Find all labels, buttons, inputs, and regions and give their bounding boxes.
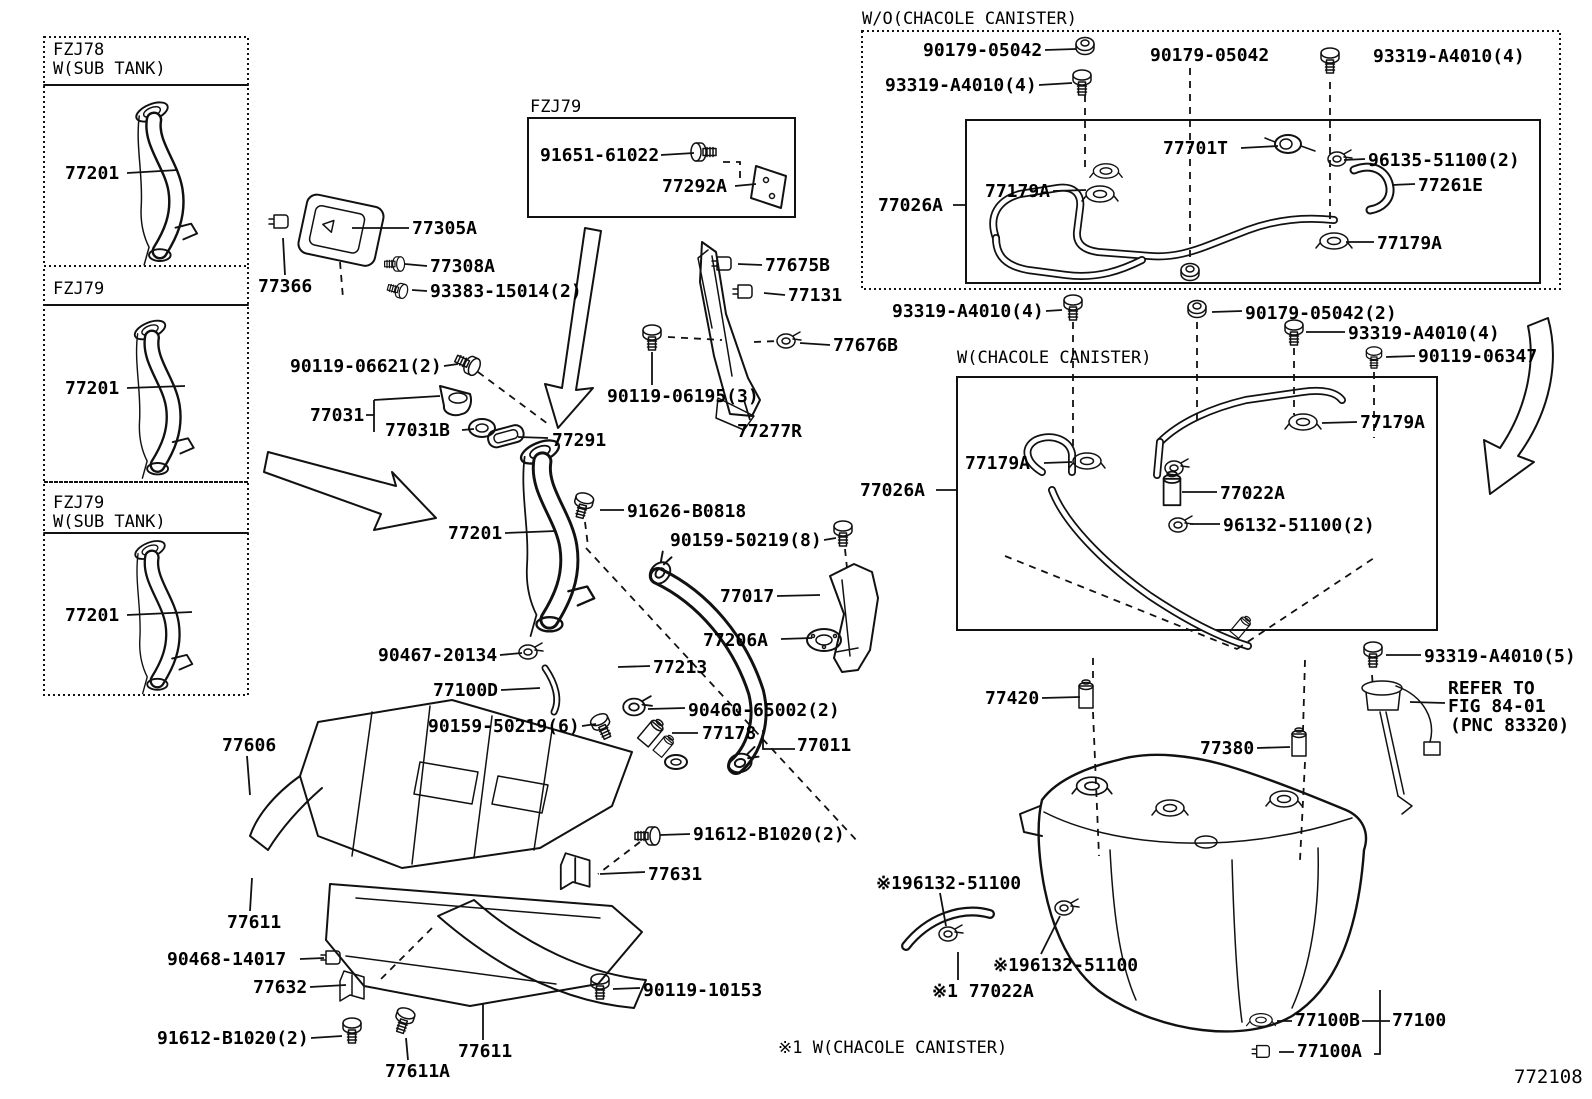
part-label-77011: 77011 [797, 735, 852, 756]
inset-title-fzj78: FZJ78 [53, 40, 105, 60]
footnote: ※1 W(CHACOLE CANISTER) [778, 1038, 1008, 1058]
inset-title-fzj79-bracket: FZJ79 [530, 97, 582, 117]
part-label-90119-06347: 90119-06347 [1418, 346, 1538, 367]
dashed-lines [339, 68, 1375, 983]
part-label-90179-05042-a: 90179-05042 [923, 40, 1043, 61]
part-label-77632: 77632 [253, 977, 308, 998]
fuel-hose-bottom [901, 898, 1080, 951]
inset-title-fzj79-sub: FZJ79 [53, 493, 105, 513]
part-label-77031b: 77031B [385, 420, 451, 441]
part-label-91651-61022: 91651-61022 [540, 145, 660, 166]
part-label-77100: 77100 [1392, 1010, 1447, 1031]
part-label-77676b: 77676B [833, 335, 899, 356]
part-label-96132-51100-b: ※196132-51100 [876, 873, 1022, 894]
part-label-77017: 77017 [720, 586, 775, 607]
part-label-90159-50219-8: 90159-50219(8) [670, 530, 822, 551]
filler-hose [518, 549, 768, 776]
part-label-77308a: 77308A [430, 256, 496, 277]
part-label-77201-d: 77201 [448, 523, 503, 544]
fuel-sender-gauge [1361, 641, 1441, 815]
part-label-77201-c: 77201 [65, 605, 120, 626]
refer-note-line2: FIG 84-01 [1448, 696, 1546, 717]
inset-title-without-canister: W/O(CHACOLE CANISTER) [862, 9, 1077, 29]
main-filler-pipe [384, 256, 595, 636]
part-label-90119-10153: 90119-10153 [643, 980, 763, 1001]
part-label-77611a: 77611A [385, 1061, 451, 1082]
part-label-90468-14017: 90468-14017 [167, 949, 287, 970]
fuel-tank [1019, 679, 1368, 1058]
part-label-77100b: 77100B [1295, 1010, 1361, 1031]
part-label-77179a-c: 77179A [1360, 412, 1426, 433]
part-label-90119-06621: 90119-06621(2) [290, 356, 442, 377]
fuel-lid-door [268, 193, 385, 267]
part-label-77292a: 77292A [662, 176, 728, 197]
part-label-77178: 77178 [702, 723, 757, 744]
part-label-91612-b1020-b: 91612-B1020(2) [693, 824, 845, 845]
leader-lines [126, 48, 1446, 1061]
part-label-93383-15014: 93383-15014(2) [430, 281, 582, 302]
part-label-77611-b: 77611 [458, 1041, 513, 1062]
part-label-77031: 77031 [310, 405, 365, 426]
part-label-91626-b0818: 91626-B0818 [627, 501, 747, 522]
part-label-77420: 77420 [985, 688, 1040, 709]
part-label-90119-06195: 90119-06195(3) [607, 386, 759, 407]
part-label-77675b: 77675B [765, 255, 831, 276]
part-label-77131: 77131 [788, 285, 843, 306]
pipe-bracket [806, 520, 879, 673]
part-label-93319-a4010-d: 93319-A4010(4) [1348, 323, 1500, 344]
part-label-77201-a: 77201 [65, 163, 120, 184]
part-label-77366: 77366 [258, 276, 313, 297]
part-label-90467-20134: 90467-20134 [378, 645, 498, 666]
figure-code: 772108 [1514, 1066, 1583, 1088]
refer-note-line1: REFER TO [1448, 678, 1535, 699]
part-label-77277r: 77277R [737, 421, 803, 442]
part-label-77026a-a: 77026A [878, 195, 944, 216]
part-label-77631: 77631 [648, 864, 703, 885]
part-label-77026a-b: 77026A [860, 480, 926, 501]
part-label-77100d: 77100D [433, 680, 499, 701]
part-label-77701t: 77701T [1163, 138, 1229, 159]
part-label-77022a-a: 77022A [1220, 483, 1286, 504]
protector-plate [642, 241, 802, 431]
part-label-77100a: 77100A [1297, 1041, 1363, 1062]
part-label-77305a: 77305A [412, 218, 478, 239]
direction-arrows [263, 227, 1554, 531]
part-label-90460-65002: 90460-65002(2) [688, 700, 840, 721]
part-label-77201-b: 77201 [65, 378, 120, 399]
fuel-lines-without-canister [989, 36, 1395, 282]
part-label-90179-05042-b: 90179-05042 [1150, 45, 1270, 66]
part-label-96132-51100-a: 96132-51100(2) [1223, 515, 1375, 536]
part-label-77179a-b: 77179A [1377, 233, 1443, 254]
part-label-96135-51100: 96135-51100(2) [1368, 150, 1520, 171]
part-label-77261e: 77261E [1418, 175, 1484, 196]
part-label-77213: 77213 [653, 657, 708, 678]
part-label-91612-b1020-a: 91612-B1020(2) [157, 1028, 309, 1049]
tank-shield [249, 699, 661, 1044]
part-label-77611-a: 77611 [227, 912, 282, 933]
part-label-77022a-b: ※1 77022A [932, 981, 1034, 1002]
inset-subtitle-fzj78: W(SUB TANK) [53, 59, 166, 79]
part-label-77206a: 77206A [703, 630, 769, 651]
part-label-93319-a4010-a: 93319-A4010(4) [885, 75, 1037, 96]
part-label-93319-a4010-b: 93319-A4010(4) [1373, 46, 1525, 67]
part-label-90179-05042-c: 90179-05042(2) [1245, 303, 1397, 324]
fzj79-bracket-inset [690, 142, 787, 209]
fuel-lines-with-canister [1023, 294, 1383, 650]
inset-title-with-canister: W(CHACOLE CANISTER) [957, 348, 1152, 368]
part-label-77380: 77380 [1200, 738, 1255, 759]
refer-note-line3: (PNC 83320) [1450, 715, 1570, 736]
part-label-96132-51100-c: ※196132-51100 [993, 955, 1139, 976]
part-label-93319-a4010-c: 93319-A4010(4) [892, 301, 1044, 322]
part-label-93319-a4010-e: 93319-A4010(5) [1424, 646, 1576, 667]
inset-subtitle-fzj79-sub: W(SUB TANK) [53, 512, 166, 532]
part-label-77179a-d: 77179A [965, 453, 1031, 474]
part-label-77606: 77606 [222, 735, 277, 756]
part-label-77291: 77291 [552, 430, 607, 451]
inset-title-fzj79: FZJ79 [53, 279, 105, 299]
part-label-90159-50219-6: 90159-50219(6) [428, 716, 580, 737]
part-label-77179a-a: 77179A [985, 181, 1051, 202]
